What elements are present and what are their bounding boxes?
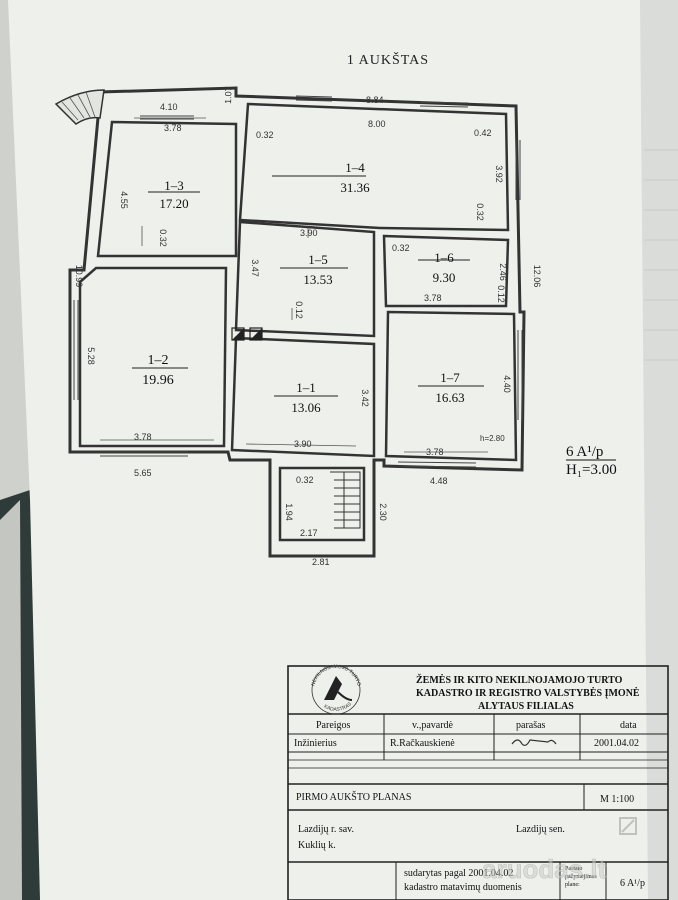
dim-label: 0.12 (496, 285, 506, 303)
room-id: 1–6 (434, 250, 454, 265)
room-id: 1–7 (440, 370, 460, 385)
room-id: 1–1 (296, 380, 316, 395)
dim-label: 3.78 (164, 123, 182, 133)
dim-label: 0.32 (296, 475, 314, 485)
dim-label: 4.55 (119, 191, 129, 209)
floor-title: 1 AUKŠTAS (347, 51, 429, 68)
dim-label: 4.10 (160, 102, 178, 112)
stairs (330, 471, 361, 529)
room-id: 1–4 (345, 160, 365, 175)
dim-label: 4.48 (430, 476, 448, 486)
dim-label: 3.47 (250, 259, 260, 277)
room-area: 9.30 (433, 270, 456, 285)
back-page-grid (644, 149, 678, 361)
room-area: 31.36 (340, 180, 370, 195)
village: Kuklių k. (298, 840, 336, 851)
municipality: Lazdijų r. sav. (298, 824, 354, 835)
dim-label: 3.78 (134, 432, 152, 442)
eldership: Lazdijų sen. (516, 824, 565, 835)
mark-label-1: Pastato (565, 866, 582, 872)
dim-label: 0.32 (392, 243, 410, 253)
header-date: data (620, 720, 637, 731)
dim-label: 2.81 (312, 557, 330, 567)
mark-value: 6 A¹/p (620, 878, 645, 889)
compiled-note-line1: sudarytas pagal 2001.04.02 (404, 868, 513, 879)
dim-label: 3.78 (424, 293, 442, 303)
compiled-note-line2: kadastro matavimų duomenis (404, 882, 522, 893)
plan-title: PIRMO AUKŠTO PLANAS (296, 791, 411, 803)
category-line2: H₁=3.00 (566, 462, 617, 478)
dim-label: 5.65 (134, 468, 152, 478)
room-id: 1–5 (308, 252, 328, 267)
dim-label: 1.94 (284, 503, 294, 521)
dim-label: 3.90 (294, 439, 312, 449)
room-separators (132, 175, 484, 397)
org-name-line1: ŽEMĖS IR KITO NEKILNOJAMOJO TURTO (416, 674, 623, 686)
room-labels: 1–3 17.20 1–4 31.36 1–5 13.53 1–6 9.30 1… (142, 160, 464, 415)
dim-label: 2.46 (498, 263, 508, 281)
mark-label-2: pažymėjimas (565, 874, 597, 880)
dim-label: 8.00 (368, 119, 386, 129)
outer-walls (68, 86, 526, 558)
left-page-fold (0, 500, 22, 900)
header-position: Pareigos (316, 720, 351, 731)
dim-label: 10.99 (74, 265, 84, 288)
dim-label: 12.06 (532, 265, 542, 288)
room-id: 1–3 (164, 178, 184, 193)
org-name-line2: KADASTRO IR REGISTRO VALSTYBĖS ĮMONĖ (416, 687, 640, 699)
room-area: 16.63 (435, 390, 464, 405)
chimney-symbols (231, 327, 263, 341)
header-name: v.,pavardė (412, 720, 454, 731)
dim-label: 2.30 (378, 503, 388, 521)
dim-label: 0.32 (475, 203, 485, 221)
dim-label: 3.92 (494, 165, 504, 183)
room-area: 19.96 (142, 373, 174, 388)
dim-label: 0.32 (256, 130, 274, 140)
dimension-labels: 4.10 1.07 8.84 3.78 0.32 8.00 0.42 4.55 … (74, 86, 542, 567)
dim-label: 2.17 (300, 528, 318, 538)
room-area: 13.06 (291, 400, 321, 415)
plan-scale: M 1:100 (600, 794, 634, 805)
room-area: 17.20 (159, 196, 188, 211)
dim-label: 0.32 (158, 229, 168, 247)
entrance-arc (54, 89, 105, 125)
title-block-text: ŽEMĖS IR KITO NEKILNOJAMOJO TURTO KADAST… (294, 674, 645, 893)
engineer-name: R.Račkauskienė (390, 738, 455, 749)
dim-label: 4.40 (502, 375, 512, 393)
dim-label: 5.28 (86, 347, 96, 365)
room-id: 1–2 (148, 353, 169, 368)
handwritten-signature (511, 739, 557, 746)
inner-walls (78, 102, 518, 542)
category-line1: 6 A¹/p (566, 444, 603, 460)
dim-label: 3.42 (360, 389, 370, 407)
engineer-position: Inžinierius (294, 738, 337, 749)
height-label: h=2.80 (480, 434, 505, 443)
title-block (287, 665, 669, 900)
dimension-lines (100, 117, 488, 453)
watermark-text: aruodas.lt (482, 854, 607, 884)
building-category: 6 A¹/p H₁=3.00 (566, 444, 617, 478)
dim-label: 3.78 (426, 447, 444, 457)
dim-label: 3.90 (300, 228, 318, 238)
signing-date: 2001.04.02 (594, 738, 639, 749)
header-signature: parašas (516, 720, 546, 731)
windows (73, 95, 523, 468)
room-area: 13.53 (303, 272, 332, 287)
dim-label: 0.42 (474, 128, 492, 138)
watermark: aruodas.lt (482, 817, 637, 884)
dim-label: 0.12 (294, 301, 304, 319)
dim-label: 8.84 (366, 95, 384, 105)
entrance-steps (61, 91, 96, 121)
dim-label: 1.07 (223, 86, 234, 104)
org-name-line3: ALYTAUS FILIALAS (478, 701, 574, 712)
mark-label-3: plane: (565, 882, 580, 888)
paper-sheet (8, 0, 648, 900)
